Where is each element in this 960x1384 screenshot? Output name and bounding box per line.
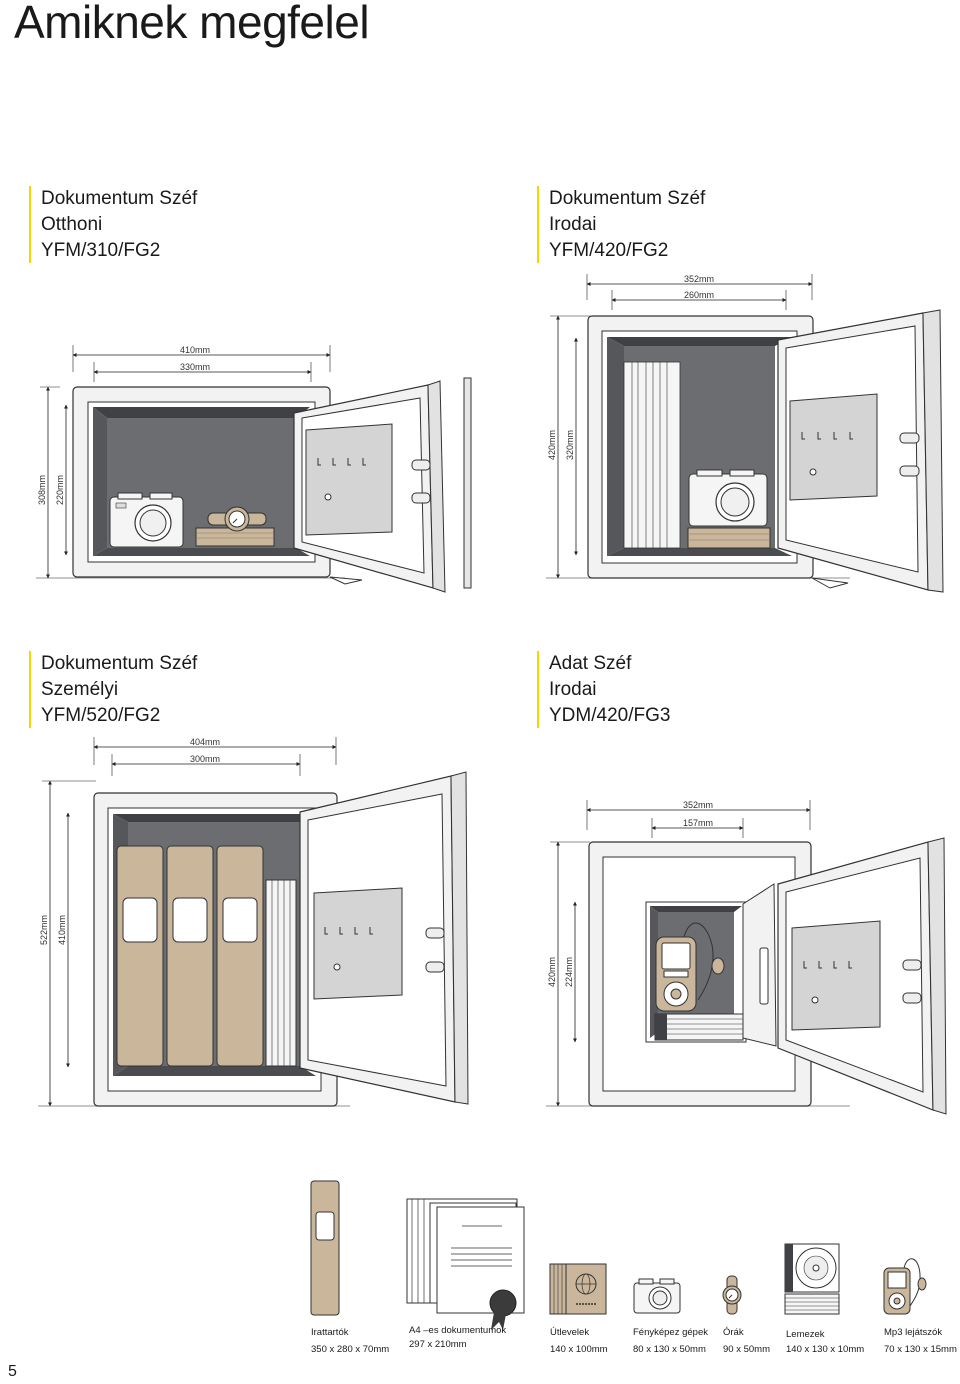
inner-height-label: 320mm	[565, 430, 575, 460]
legend-item: A4 –es dokumentumok 297 x 210mm	[409, 1324, 506, 1352]
outer-width-label: 404mm	[190, 737, 220, 747]
safe-yfm-520: 404mm 300mm 522mm 410mm	[38, 737, 469, 1107]
legend-size: 297 x 210mm	[409, 1339, 467, 1350]
safe-yfm-310: 410mm 330mm 308mm 220mm	[36, 345, 472, 593]
accent-bar	[537, 651, 539, 728]
document-icon	[406, 1198, 525, 1330]
legend-label: A4 –es dokumentumok	[409, 1325, 507, 1336]
inner-width-label: 157mm	[683, 818, 713, 828]
legend-item: Órák 90 x 50mm	[723, 1326, 770, 1357]
legend-label: Útlevelek	[550, 1327, 590, 1338]
passport-icon	[549, 1263, 607, 1315]
legend-item: Lemezek 140 x 130 x 10mm	[786, 1328, 864, 1357]
accent-bar	[29, 186, 31, 263]
inner-width-label: 260mm	[684, 290, 714, 300]
accent-bar	[537, 186, 539, 263]
binder-icon	[310, 1180, 340, 1316]
safe-ydm-420: 352mm 157mm 420mm 224mm	[546, 800, 947, 1115]
disc-icon	[784, 1243, 840, 1315]
legend-label: Fényképez gépek	[633, 1327, 708, 1338]
legend-label: Mp3 lejátszók	[884, 1327, 943, 1338]
legend-size: 140 x 130 x 10mm	[786, 1344, 865, 1355]
outer-height-label: 308mm	[37, 475, 47, 505]
outer-width-label: 410mm	[180, 345, 210, 355]
inner-width-label: 330mm	[180, 362, 210, 372]
product-type: Adat Széf	[549, 653, 632, 674]
accent-bar	[29, 651, 31, 728]
legend-label: Órák	[723, 1327, 744, 1338]
legend-label: Lemezek	[786, 1329, 825, 1340]
product-use: Irodai	[549, 679, 597, 700]
safe-yfm-420: 352mm 260mm 420mm 320mm	[546, 274, 944, 593]
product-label: Dokumentum Széf Személyi YFM/520/FG2	[41, 651, 197, 729]
product-model: YDM/420/FG3	[549, 705, 671, 726]
inner-height-label: 220mm	[55, 475, 65, 505]
watch-icon	[722, 1275, 742, 1315]
legend-label: Irattartók	[311, 1327, 349, 1338]
legend-item: Útlevelek 140 x 100mm	[550, 1326, 608, 1357]
product-type: Dokumentum Széf	[41, 653, 198, 674]
inner-width-label: 300mm	[190, 754, 220, 764]
product-use: Irodai	[549, 214, 597, 235]
inner-height-label: 410mm	[57, 915, 67, 945]
binder-icon	[116, 845, 264, 1067]
product-type: Dokumentum Széf	[549, 188, 706, 209]
legend-size: 350 x 280 x 70mm	[311, 1344, 390, 1355]
product-use: Személyi	[41, 679, 119, 700]
product-label: Dokumentum Széf Otthoni YFM/310/FG2	[41, 186, 197, 264]
outer-height-label: 522mm	[39, 915, 49, 945]
legend-size: 140 x 100mm	[550, 1344, 608, 1355]
page-title: Amiknek megfelel	[14, 0, 370, 48]
outer-height-label: 420mm	[547, 430, 557, 460]
outer-width-label: 352mm	[684, 274, 714, 284]
legend-size: 80 x 130 x 50mm	[633, 1344, 706, 1355]
product-use: Otthoni	[41, 214, 103, 235]
outer-width-label: 352mm	[683, 800, 713, 810]
legend-item: Mp3 lejátszók 70 x 130 x 15mm	[884, 1326, 957, 1357]
page-number: 5	[8, 1363, 17, 1380]
product-model: YFM/420/FG2	[549, 240, 669, 261]
mp3-player-icon	[883, 1258, 927, 1315]
inner-height-label: 224mm	[564, 957, 574, 987]
camera-icon	[633, 1278, 681, 1314]
product-label: Dokumentum Széf Irodai YFM/420/FG2	[549, 186, 705, 264]
legend-size: 70 x 130 x 15mm	[884, 1344, 957, 1355]
product-model: YFM/520/FG2	[41, 705, 161, 726]
legend-size: 90 x 50mm	[723, 1344, 770, 1355]
product-label: Adat Széf Irodai YDM/420/FG3	[549, 651, 670, 729]
outer-height-label: 420mm	[547, 957, 557, 987]
product-type: Dokumentum Széf	[41, 188, 198, 209]
legend-item: Irattartók 350 x 280 x 70mm	[311, 1326, 389, 1357]
legend-item: Fényképez gépek 80 x 130 x 50mm	[633, 1326, 708, 1357]
product-model: YFM/310/FG2	[41, 240, 161, 261]
